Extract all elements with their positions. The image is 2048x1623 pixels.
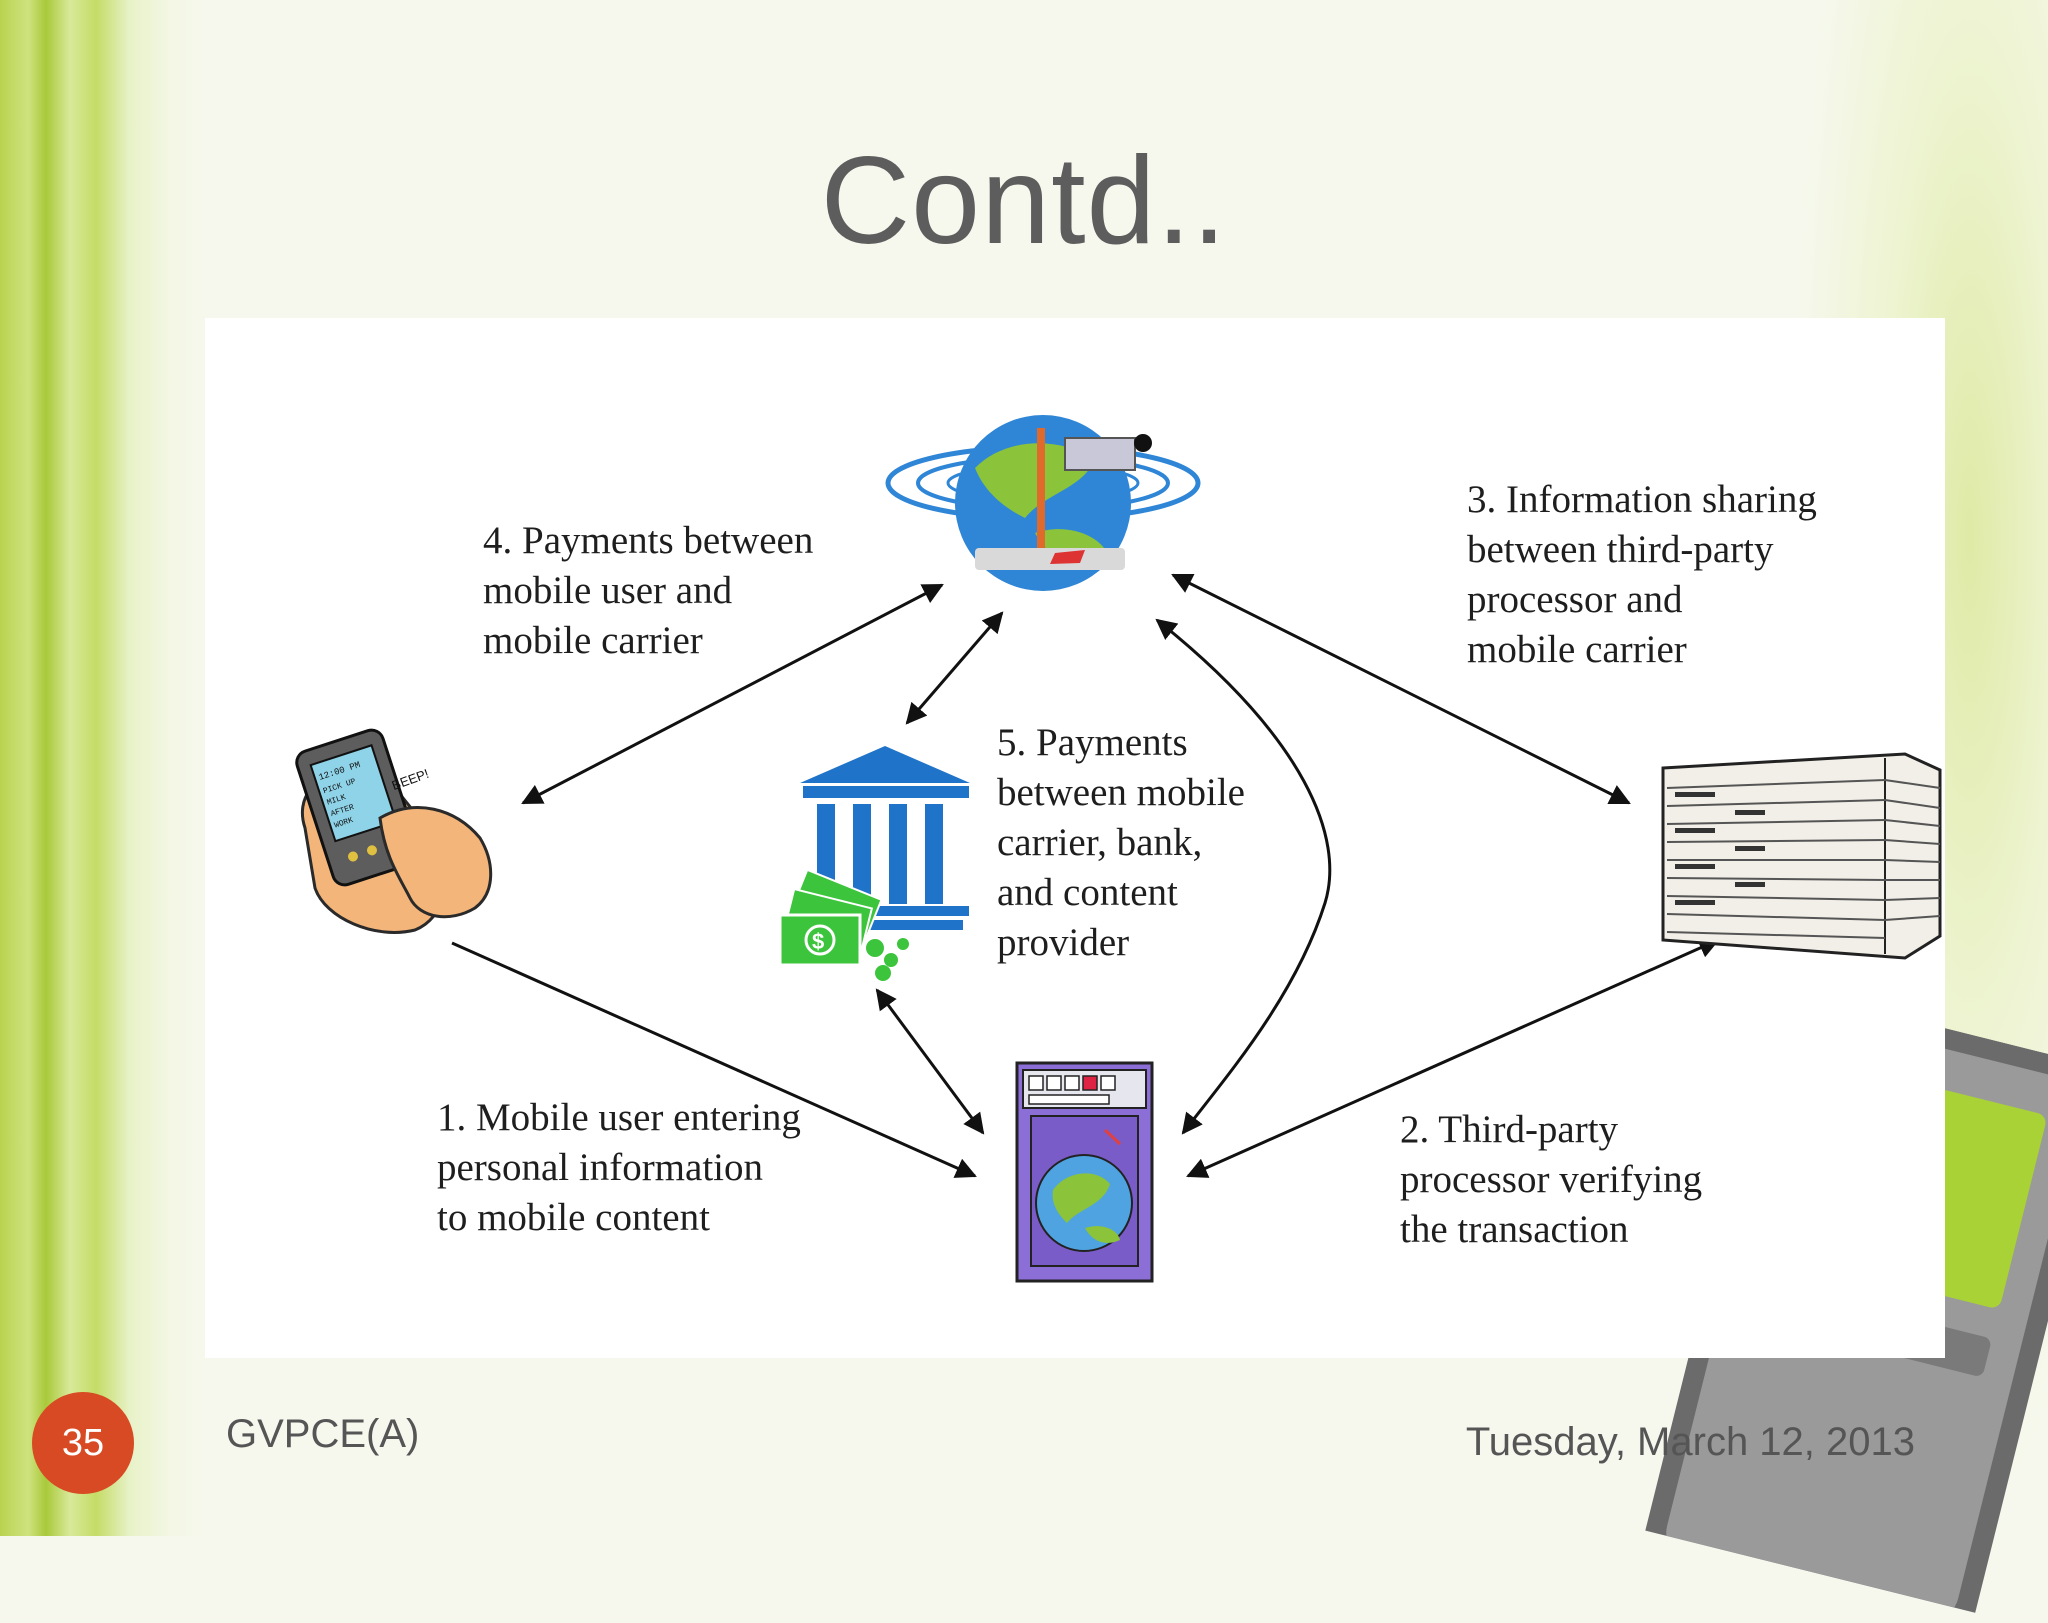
slide-title: Contd..: [820, 132, 1228, 270]
mobile-carrier-globe-icon: [885, 415, 1201, 591]
diagram-panel: 12:00 PM PICK UP MILK AFTER WORK BEEP!: [205, 318, 1945, 1358]
phone-beep-text: BEEP!: [390, 766, 431, 793]
arrow-carrier-to-processor: [1171, 573, 1631, 805]
mobile-user-phone-icon: 12:00 PM PICK UP MILK AFTER WORK BEEP!: [295, 728, 493, 934]
payment-flow-diagram: 12:00 PM PICK UP MILK AFTER WORK BEEP!: [295, 415, 1942, 1283]
arrow-user-to-carrier: [521, 583, 944, 805]
label-step-2: 2. Third-party processor verifying the t…: [1400, 1108, 1703, 1251]
arrow-user-to-content: [451, 941, 977, 1178]
label-step-1: 1. Mobile user entering personal informa…: [437, 1096, 801, 1239]
bank-money-icon: $: [778, 746, 970, 981]
arrow-carrier-to-bank: [905, 611, 1004, 725]
label-step-4: 4. Payments between mobile user and mobi…: [483, 519, 814, 662]
footer-date: Tuesday, March 12, 2013: [1465, 1420, 1915, 1464]
page-number-badge: 35: [32, 1392, 134, 1494]
content-provider-browser-icon: [1015, 1061, 1154, 1283]
third-party-processor-server-icon: [1661, 752, 1942, 960]
arrow-group: [451, 573, 1720, 1178]
arrow-bank-to-content: [875, 988, 985, 1135]
footer-institution: GVPCE(A): [226, 1412, 420, 1456]
money-symbol: $: [812, 929, 824, 954]
arrow-content-to-processor: [1186, 938, 1720, 1178]
label-step-5: 5. Payments between mobile carrier, bank…: [997, 721, 1245, 964]
label-step-3: 3. Information sharing between third-par…: [1467, 478, 1817, 671]
left-decorative-stripes: [0, 0, 210, 1536]
